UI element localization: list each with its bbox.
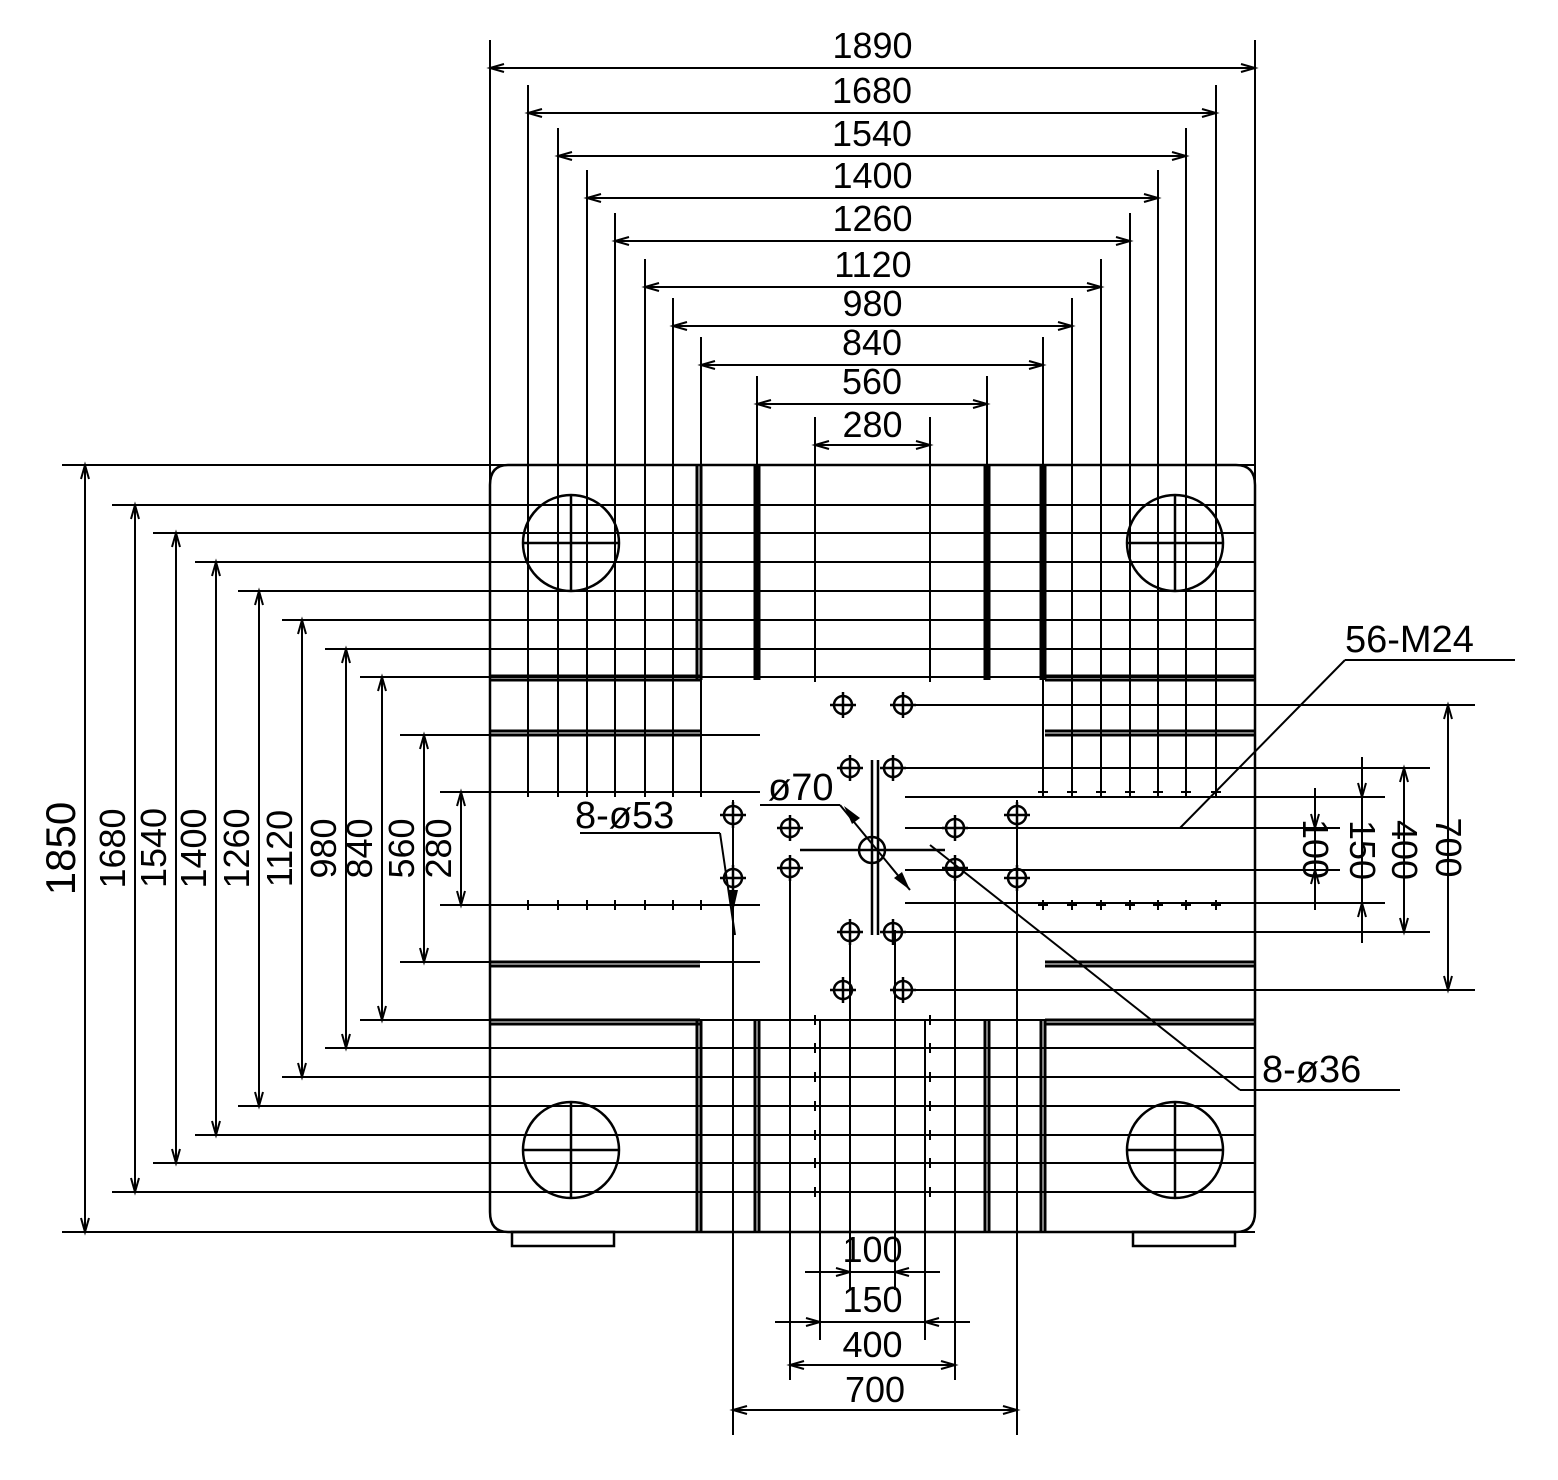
dim-label-top: 1260 [832,198,912,239]
dim-label-right: 700 [1428,817,1469,877]
dim-arrow [1143,193,1162,203]
dim-arrow [611,236,630,246]
extension-lines [62,40,1475,1435]
dim-arrow [341,645,351,664]
dim-arrow [940,1360,959,1370]
leader-arrows [728,806,910,912]
dimension-labels: 1890168015401400126011209808405602801850… [37,25,1469,1410]
dim-arrow [641,282,660,292]
dim-label-right: 150 [1342,820,1383,880]
dim-arrow [811,440,830,450]
dim-label-left: 1850 [37,802,84,895]
dim-arrow [805,1317,824,1327]
dim-label-bottom: 700 [845,1369,905,1410]
dim-arrow [1240,63,1259,73]
dim-arrow [835,1267,854,1277]
dim-arrow [1357,899,1367,918]
dim-arrow [669,321,688,331]
dim-arrow [211,558,221,577]
dim-arrow [524,108,543,118]
dim-arrow [1310,866,1320,885]
dim-arrow [1399,764,1409,783]
dim-arrow [171,529,181,548]
dim-arrow [456,890,466,909]
dim-arrow [254,587,264,606]
dim-label-top: 280 [842,404,902,445]
dim-label-top: 1680 [832,70,912,111]
dim-arrow [1171,151,1190,161]
dim-label-left: 560 [381,818,422,878]
dim-arrow [171,1148,181,1167]
dim-arrow [1057,321,1076,331]
dim-arrow [419,731,429,750]
dim-arrow [130,1177,140,1196]
mounting-holes [720,692,1030,1003]
dim-arrow [915,440,934,450]
dim-arrow [211,1120,221,1139]
dim-arrow [921,1317,940,1327]
callout-tapped-holes: 56-M24 [1345,619,1474,661]
tie-bar-bores [521,493,1225,1200]
dim-arrow [1443,701,1453,720]
dim-label-left: 1680 [92,808,133,888]
dim-label-left: 280 [418,818,459,878]
dim-arrow [377,673,387,692]
dim-arrow [456,788,466,807]
dim-label-left: 1540 [133,808,174,888]
callout-leaders [580,659,1515,1091]
dim-arrow [80,461,90,480]
dim-label-bottom: 400 [842,1324,902,1365]
dim-label-top: 1540 [832,113,912,154]
dim-arrow [80,1217,90,1236]
dim-arrow [1002,1405,1021,1415]
tapped-hole-marks [523,500,1221,1197]
dim-label-right: 100 [1295,819,1336,879]
dim-label-left: 840 [339,818,380,878]
dim-arrow [297,1062,307,1081]
dim-arrow [972,399,991,409]
dim-arrow [697,360,716,370]
dim-arrow [1201,108,1220,118]
dim-arrow [1086,282,1105,292]
dim-label-right: 400 [1384,820,1425,880]
dim-label-bottom: 100 [842,1229,902,1270]
dim-arrow [1028,360,1047,370]
dim-arrow [1115,236,1134,246]
dim-arrow [1310,813,1320,832]
center-hole-70 [800,760,945,935]
dimension-lines [80,63,1453,1415]
dim-arrow [1399,917,1409,936]
dim-arrow [1443,975,1453,994]
dim-arrow [583,193,602,203]
dim-arrow [891,1267,910,1277]
dim-arrow [486,63,505,73]
dim-arrow [254,1091,264,1110]
dim-arrow [786,1360,805,1370]
dim-arrow [729,1405,748,1415]
dim-label-top: 1890 [832,25,912,66]
dim-arrow [1357,782,1367,801]
dim-label-top: 560 [842,361,902,402]
dim-label-left: 1260 [216,808,257,888]
dim-arrow [130,501,140,520]
dim-arrow [554,151,573,161]
dim-label-top: 980 [842,283,902,324]
dim-label-bottom: 150 [842,1279,902,1320]
dim-label-left: 1400 [173,808,214,888]
dim-arrow [297,616,307,635]
dim-label-top: 840 [842,322,902,363]
callout-center-hole: ø70 [768,767,833,809]
dim-label-top: 1120 [834,244,911,285]
dim-arrow [341,1033,351,1052]
dim-label-left: 1120 [259,810,300,887]
callout-inner-holes: 8-ø53 [575,795,674,837]
dim-arrow [419,947,429,966]
callout-outer-holes: 8-ø36 [1262,1049,1361,1091]
dim-label-top: 1400 [832,155,912,196]
dim-label-left: 980 [303,818,344,878]
dim-arrow [377,1005,387,1024]
dim-arrow [753,399,772,409]
